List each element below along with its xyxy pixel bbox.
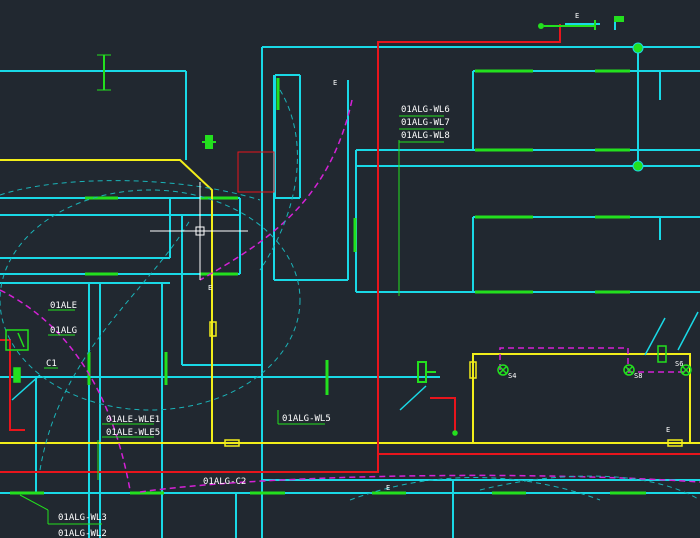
label-c2: 01ALG-C2	[203, 477, 246, 487]
label-lamp-s6: S6	[675, 360, 683, 368]
green-leader-lines	[19, 115, 444, 525]
label-wle5: 01ALE-WLE5	[106, 428, 160, 438]
cad-crosshair-cursor	[150, 182, 248, 280]
label-lamp-s4: S4	[508, 372, 516, 380]
arrow-symbols	[11, 311, 699, 411]
yellow-wiring	[0, 159, 700, 447]
green-fixtures	[10, 54, 646, 495]
label-e-top: E	[575, 12, 579, 20]
label-wl3: 01ALG-WL3	[58, 513, 107, 523]
label-ale: 01ALE	[50, 301, 77, 311]
label-wl5: 01ALG-WL5	[282, 414, 331, 424]
cyan-wiring	[0, 20, 700, 538]
label-lamp-s8: S8	[634, 372, 642, 380]
magenta-dashed-wiring	[0, 99, 700, 493]
panel-symbol-left	[202, 135, 436, 383]
label-wl2: 01ALG-WL2	[58, 529, 107, 538]
label-e-small: E	[333, 79, 337, 87]
label-wl6: 01ALG-WL6	[401, 105, 450, 115]
red-wiring	[0, 24, 700, 473]
label-alg: 01ALG	[50, 326, 77, 336]
lamp-symbols	[452, 345, 692, 436]
panel-box-left	[5, 329, 29, 383]
label-e-bottom: E	[386, 484, 390, 492]
label-e-mid: E	[208, 284, 212, 292]
label-c1: C1	[46, 359, 57, 369]
label-wle1: 01ALE-WLE1	[106, 415, 160, 425]
label-e-right: E	[666, 426, 670, 434]
teal-dashed-arcs	[0, 89, 700, 501]
label-wl7: 01ALG-WL7	[401, 118, 450, 128]
junction-nodes	[632, 42, 644, 172]
label-wl8: 01ALG-WL8	[401, 131, 450, 141]
switch-symbol-top-right	[538, 16, 624, 30]
